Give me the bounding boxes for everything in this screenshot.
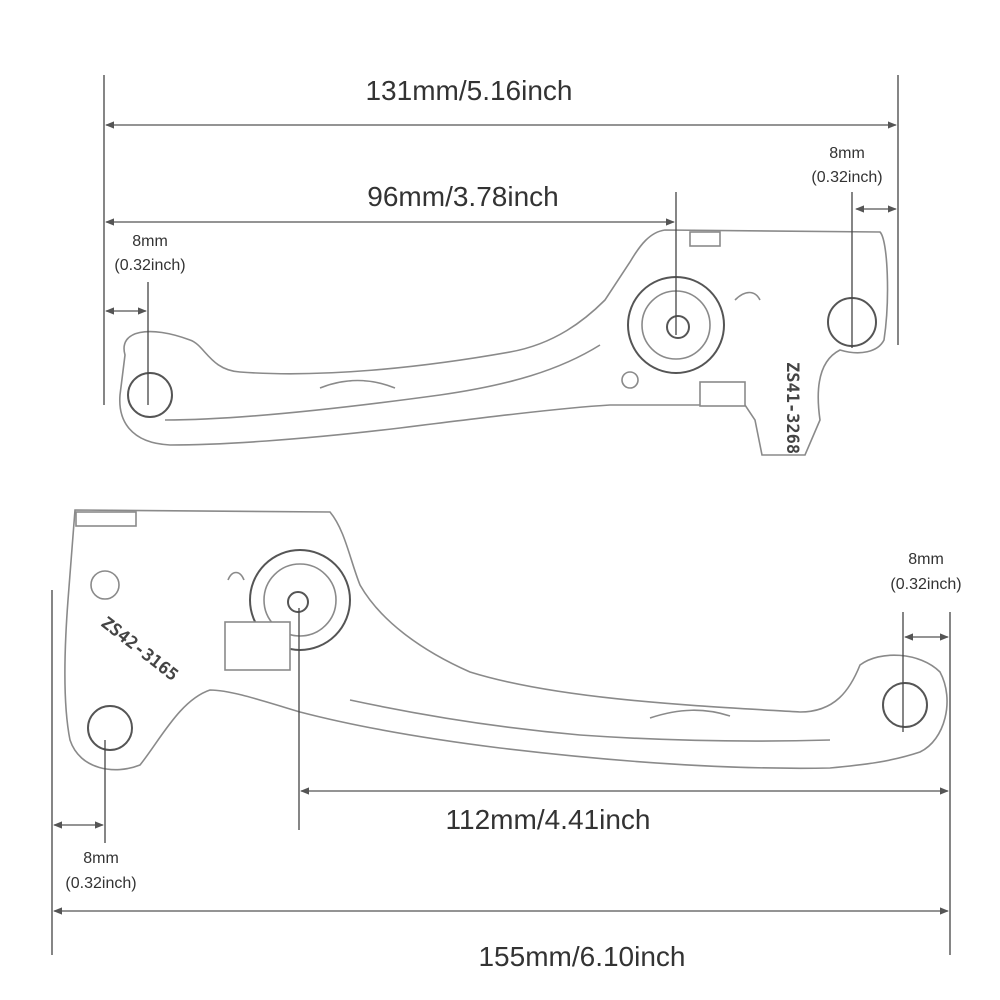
top-dimensions — [103, 75, 899, 405]
top-overall-label: 131mm/5.16inch — [365, 75, 572, 106]
top-left-hole-mm-label: 8mm — [132, 233, 168, 250]
top-lever-stamp: ZS41-3268 — [782, 362, 802, 454]
bottom-left-hole-mm-label: 8mm — [83, 850, 119, 867]
bottom-lever-body — [64, 509, 948, 771]
bottom-dimensions — [51, 590, 951, 955]
top-right-hole-mm-label: 8mm — [829, 145, 865, 162]
top-right-hole-inch-label: (0.32inch) — [811, 169, 882, 186]
top-lever: ZS41-3268 — [119, 229, 889, 456]
bottom-lever-end-hole — [882, 682, 928, 728]
bottom-right-hole-mm-label: 8mm — [908, 551, 944, 568]
top-lever-end-hole — [127, 372, 173, 418]
top-lever-tab — [689, 231, 721, 247]
bottom-pivot-label: 112mm/4.41inch — [446, 804, 651, 835]
bottom-lever-small-hole — [90, 570, 120, 600]
top-pivot-label: 96mm/3.78inch — [367, 181, 558, 212]
bottom-lever-adjuster — [224, 621, 291, 671]
top-lever-contour — [164, 344, 601, 421]
bottom-lever: ZS42-3165 — [64, 509, 948, 771]
bottom-overall-label: 155mm/6.10inch — [478, 941, 685, 972]
top-lever-small-hole — [621, 371, 639, 389]
top-lever-body — [119, 229, 889, 456]
top-lever-pivot-screw — [666, 315, 690, 339]
top-left-hole-inch-label: (0.32inch) — [114, 257, 185, 274]
top-lever-logo — [319, 379, 396, 389]
bottom-lever-contour — [349, 699, 831, 742]
bottom-left-hole-inch-label: (0.32inch) — [65, 875, 136, 892]
bottom-lever-mount-hole — [87, 705, 133, 751]
top-lever-adjuster — [699, 381, 746, 407]
bottom-lever-logo — [649, 709, 731, 719]
top-lever-spring — [734, 291, 761, 301]
bottom-right-hole-inch-label: (0.32inch) — [890, 576, 961, 593]
bottom-lever-tab — [75, 511, 137, 527]
bottom-lever-spring — [227, 571, 245, 581]
bottom-lever-pivot-screw — [287, 591, 309, 613]
